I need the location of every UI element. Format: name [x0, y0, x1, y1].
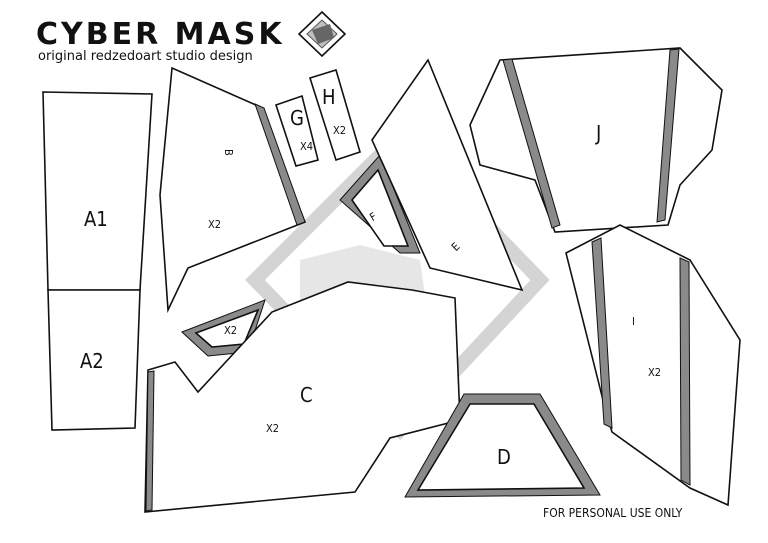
piece-a1-label: A1 — [84, 207, 108, 231]
piece-g: G X4 — [274, 94, 319, 167]
logo-icon — [297, 10, 347, 58]
piece-c-qty: X2 — [266, 422, 279, 435]
piece-c: C X2 — [144, 281, 461, 513]
piece-f: F — [339, 154, 421, 254]
piece-h: H X2 — [308, 68, 361, 162]
piece-small-qty: X2 — [224, 324, 237, 337]
piece-d: D — [404, 393, 601, 498]
piece-a2-label: A2 — [80, 349, 104, 373]
piece-b-label: B — [222, 149, 235, 156]
piece-f-label: F — [368, 210, 380, 224]
page-subtitle: original redzedoart studio design — [38, 49, 253, 64]
piece-h-label: H — [322, 85, 336, 109]
piece-h-qty: X2 — [333, 124, 346, 137]
piece-e: E — [371, 58, 524, 292]
piece-c-label: C — [300, 383, 313, 407]
piece-d-label: D — [497, 445, 511, 469]
piece-j: J — [469, 47, 723, 233]
page-title: CYBER MASK — [36, 17, 285, 52]
piece-i-label: I — [632, 315, 635, 328]
piece-i: I X2 — [565, 224, 741, 507]
piece-b-qty: X2 — [208, 218, 221, 231]
personal-use-note: FOR PERSONAL USE ONLY — [543, 506, 683, 520]
piece-b: B X2 — [159, 66, 307, 314]
piece-g-label: G — [290, 106, 304, 130]
piece-a: A1 A2 — [42, 91, 153, 431]
piece-j-label: J — [595, 121, 601, 145]
piece-g-qty: X4 — [300, 140, 313, 153]
piece-i-qty: X2 — [648, 366, 661, 379]
